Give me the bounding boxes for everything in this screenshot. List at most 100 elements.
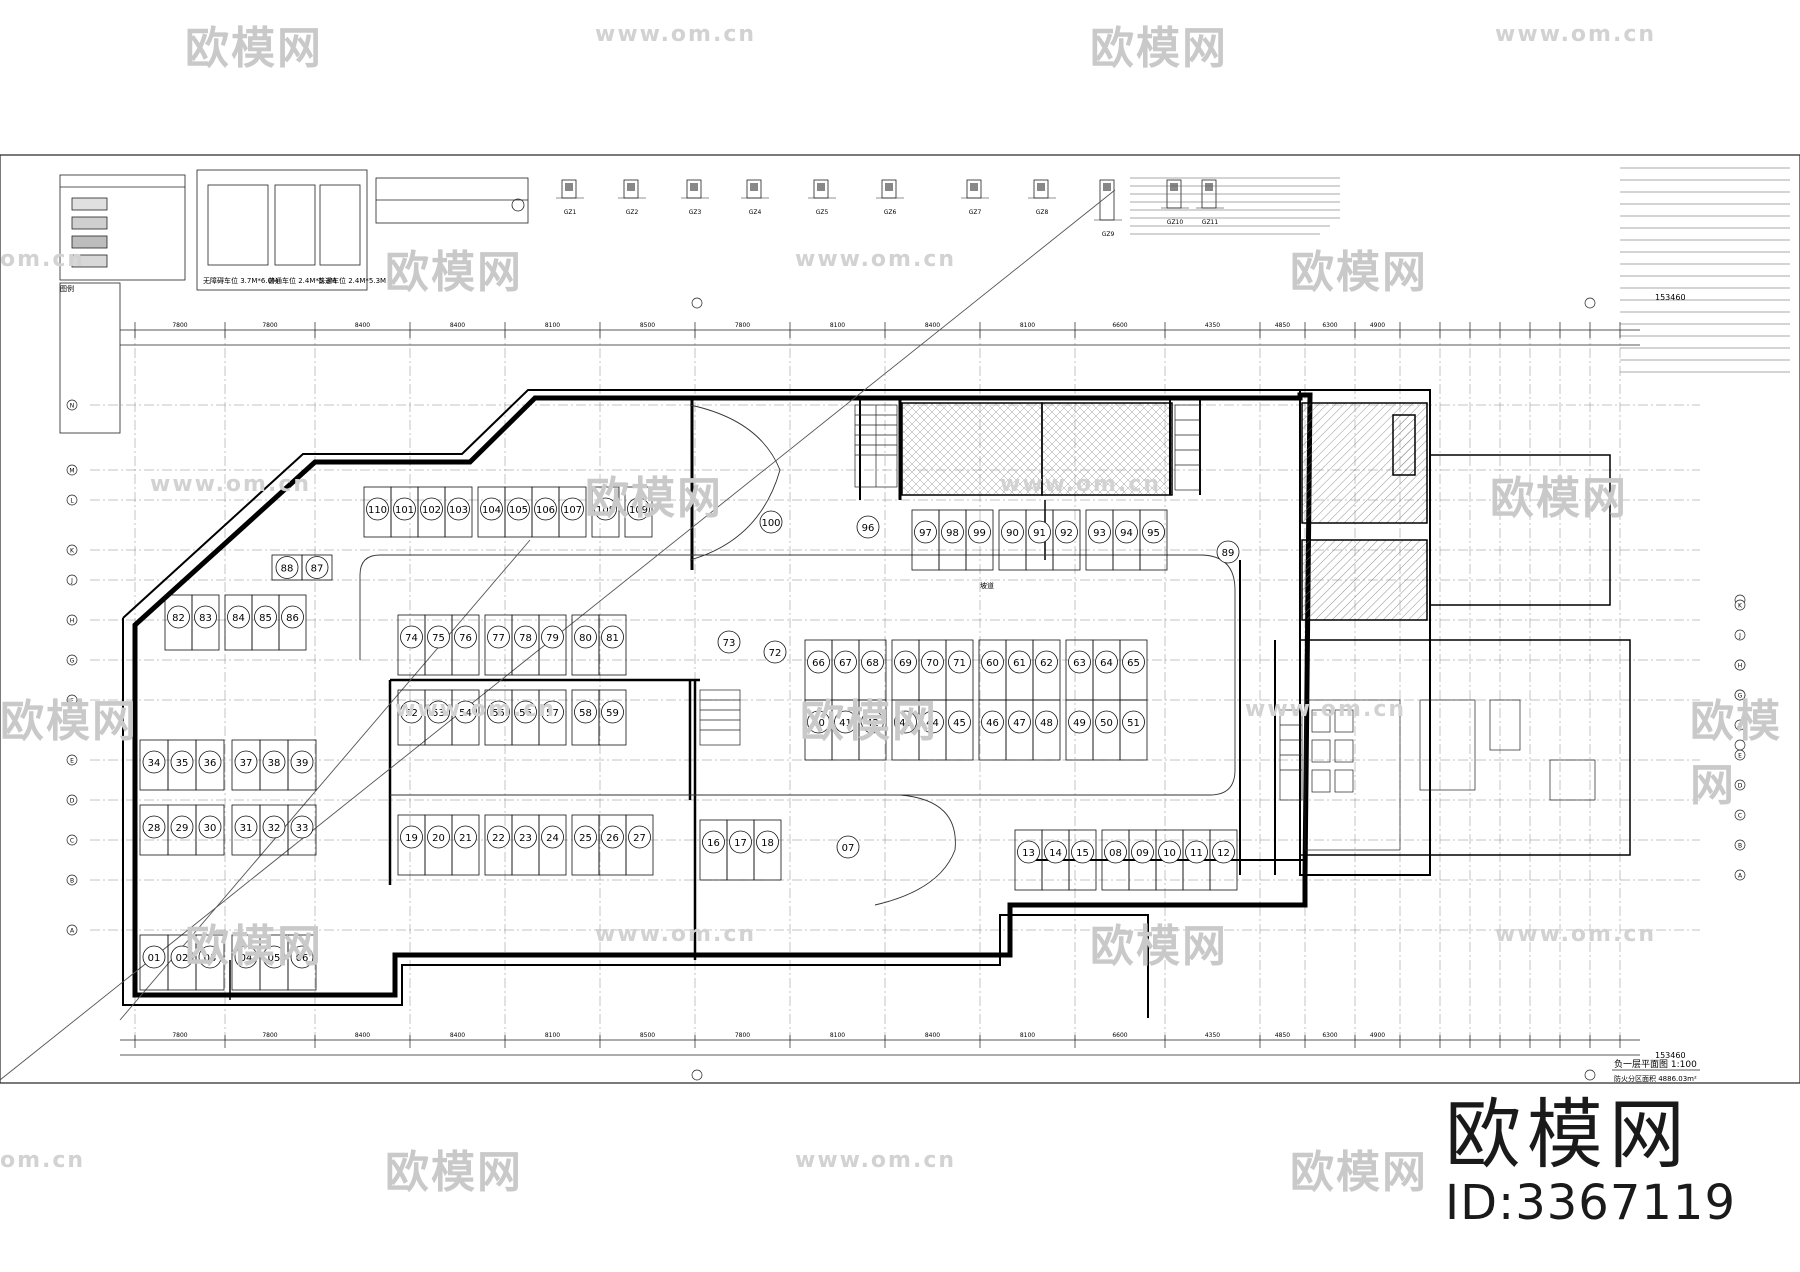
grid-bubble-label: B: [70, 878, 74, 885]
parking-stall: [278, 594, 307, 651]
stall-number: 61: [1013, 658, 1026, 669]
stall-number-circle: [914, 520, 937, 544]
model-id: ID:3367119: [1444, 1175, 1736, 1231]
stall-number-circle: [427, 625, 450, 649]
stall-number-circle: [420, 497, 443, 521]
parking-stall: [558, 486, 587, 538]
stall-number-circle: [427, 700, 450, 724]
stall-number-circle: [541, 825, 564, 849]
dim-label: 8100: [1020, 322, 1035, 329]
dim-label: 7800: [262, 1032, 277, 1039]
parking-stall: [538, 814, 567, 876]
stall-number: 47: [1013, 718, 1026, 729]
parking-stall: [538, 614, 567, 676]
stall-number: 34: [148, 758, 161, 769]
stall-number-circle: [142, 750, 166, 774]
stall-number: 101: [395, 505, 414, 516]
stall-number-circle: [921, 710, 944, 734]
stall-number-circle: [763, 640, 787, 664]
section-label: GZ1: [564, 209, 577, 216]
grid-bubble: [66, 834, 78, 846]
stall-number-circle: [514, 625, 537, 649]
parking-stall: [1209, 829, 1238, 891]
section-label: GZ4: [749, 209, 762, 216]
stall-number-circle: [142, 815, 166, 839]
stall-number-circle: [393, 497, 416, 521]
parking-note-2: 普通车位 2.4M*5.3M: [268, 276, 336, 285]
stall-number: 108: [596, 505, 615, 516]
stall-number-circle: [487, 700, 510, 724]
watermark-brand: 欧模网: [585, 473, 723, 524]
stall-number-circle: [514, 825, 537, 849]
dim-label: 8500: [640, 1032, 655, 1039]
stall-number-circle: [1028, 520, 1051, 544]
stall-number-circle: [1115, 520, 1138, 544]
watermark-brand: 欧模网: [0, 696, 138, 747]
site-logo: 欧模网 ID:3367119: [1444, 1095, 1736, 1232]
stall-number-circle: [717, 630, 741, 654]
grid-bubble-label: M: [69, 468, 74, 475]
dim-label: 8100: [545, 322, 560, 329]
stairs: [699, 404, 1303, 801]
stall-number: 55: [492, 708, 505, 719]
watermark-brand: 欧模网: [1290, 1147, 1428, 1198]
parking-stall: [591, 486, 620, 538]
grid-bubble: [691, 297, 703, 309]
section-detail-fill: [1103, 183, 1111, 191]
parking-stall: [287, 934, 317, 991]
grid-bubble: [1734, 869, 1746, 881]
grid-bubble: [66, 614, 78, 626]
grid-bubble-label: F: [70, 698, 74, 705]
parking-stall: [1032, 699, 1061, 761]
dim-label: 8500: [640, 322, 655, 329]
stall-number: 42: [866, 718, 879, 729]
stall-number: 26: [606, 833, 619, 844]
parking-stall: [451, 814, 480, 876]
stall-number-circle: [454, 625, 477, 649]
stall-number-circle: [454, 825, 477, 849]
watermark-brand: 欧模网: [1690, 696, 1782, 811]
fire-zone-area: 防火分区面积 4886.03m²: [1614, 1074, 1697, 1083]
grid-bubble: [66, 654, 78, 666]
stall-number: 19: [405, 833, 418, 844]
stall-number: 95: [1147, 528, 1160, 539]
parking-stall: [753, 819, 782, 881]
stall-number-circle: [290, 945, 314, 969]
watermark-url-short: om.cn: [0, 1148, 86, 1173]
parking-stall: [538, 689, 567, 746]
stall-number: 04: [240, 953, 253, 964]
stall-number: 82: [172, 613, 185, 624]
grid-bubble: [66, 754, 78, 766]
stall-number: 65: [1127, 658, 1140, 669]
dim-label: 8100: [1020, 1032, 1035, 1039]
section-detail-fill: [817, 183, 825, 191]
section-detail-fill: [690, 183, 698, 191]
stall-number-circle: [836, 835, 860, 859]
watermark-brand: 欧模网: [185, 23, 323, 74]
grid-bubble: [1734, 599, 1746, 611]
stall-number: 80: [579, 633, 592, 644]
stall-number: 27: [633, 833, 646, 844]
stall-number: 78: [519, 633, 532, 644]
stall-number: 43: [899, 718, 912, 729]
stall-number-circle: [807, 710, 830, 734]
stall-number: 87: [311, 564, 324, 575]
stall-number-circle: [1212, 840, 1235, 864]
parking-stall: [1052, 509, 1081, 571]
stall-number: 06: [296, 953, 309, 964]
stall-number: 18: [761, 838, 774, 849]
drawing-frame: [0, 154, 1800, 1084]
parking-stall: [945, 699, 974, 761]
stall-number-circle: [290, 815, 314, 839]
stall-number: 48: [1040, 718, 1053, 729]
stall-number-circle: [894, 710, 917, 734]
stall-number: 01: [148, 953, 161, 964]
parking-stall: [191, 594, 220, 651]
stall-number-circle: [198, 750, 222, 774]
stall-number-circle: [1055, 520, 1078, 544]
stall-number: 63: [1073, 658, 1086, 669]
stall-number-circle: [921, 650, 944, 674]
dim-label: 4900: [1370, 322, 1385, 329]
grid-bubble-label: H: [70, 618, 75, 625]
dim-label: 8100: [830, 1032, 845, 1039]
